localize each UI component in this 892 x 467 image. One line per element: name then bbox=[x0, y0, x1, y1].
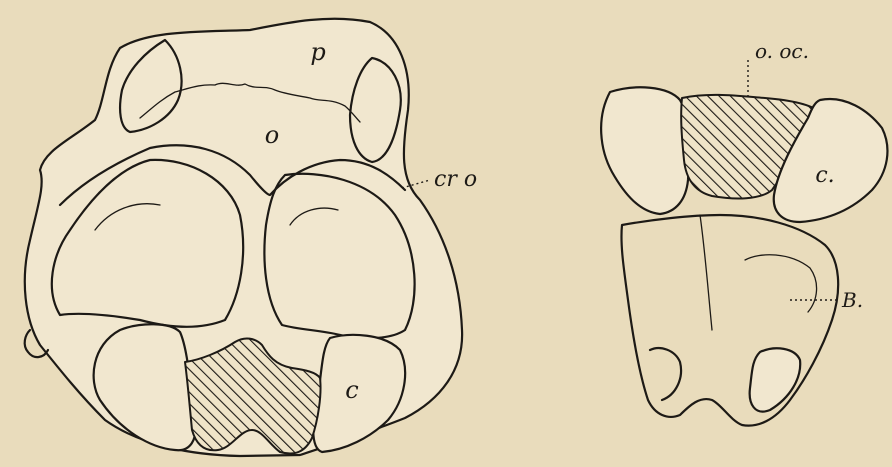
label-p: p bbox=[310, 38, 325, 66]
skull-posterior-view bbox=[25, 19, 462, 456]
label-c-right: c. bbox=[815, 163, 834, 188]
vertebra-view bbox=[601, 87, 887, 425]
lower-left-process bbox=[650, 348, 681, 400]
label-cro: cr o bbox=[434, 167, 477, 192]
lower-right-process bbox=[750, 348, 801, 411]
left-condyle bbox=[94, 324, 196, 450]
right-condyle bbox=[313, 335, 405, 452]
label-c-left: c bbox=[345, 376, 358, 404]
label-o: o bbox=[265, 121, 279, 149]
body-inner-line-right bbox=[745, 255, 817, 312]
label-ooc: o. oc. bbox=[755, 39, 809, 63]
vertebral-body bbox=[621, 215, 838, 426]
body-inner-line-left bbox=[700, 215, 712, 330]
label-B: B. bbox=[841, 288, 863, 312]
left-wing bbox=[601, 87, 689, 214]
